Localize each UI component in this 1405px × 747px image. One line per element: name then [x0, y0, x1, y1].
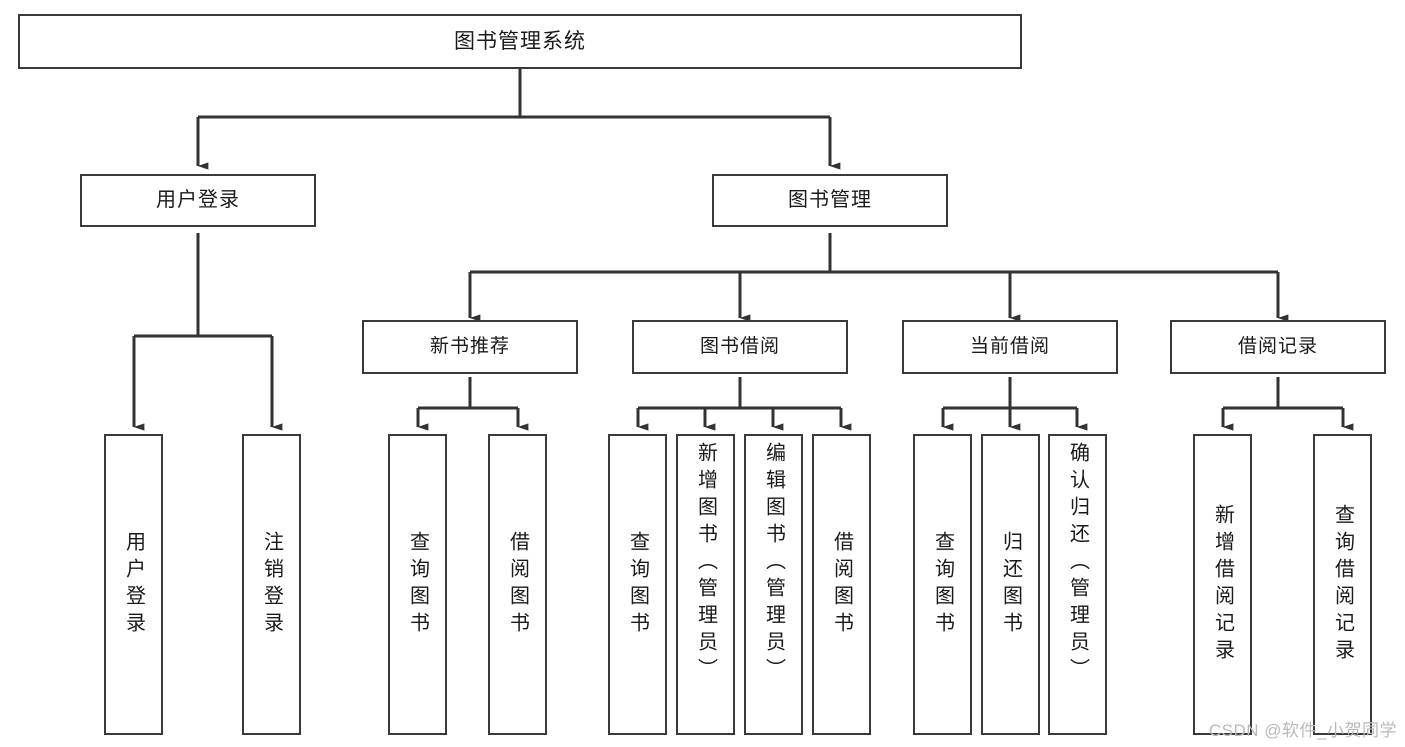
node-book-borrowing[interactable]: 图书借阅: [632, 320, 848, 374]
node-label: 新书推荐: [429, 336, 510, 358]
csdn-watermark: CSDN @软件_小贺同学: [1208, 721, 1397, 740]
leaf-user-login-logout[interactable]: 注销登录: [242, 434, 301, 735]
node-user-login[interactable]: 用户登录: [80, 174, 316, 227]
leaf-book-borrow-edit-book-admin[interactable]: 编辑图书（管理员）: [744, 434, 803, 735]
node-borrowing-record[interactable]: 借阅记录: [1170, 320, 1386, 374]
node-label: 图书管理系统: [454, 29, 586, 53]
node-label: 借阅图书: [506, 530, 529, 639]
node-label: 当前借阅: [969, 336, 1050, 358]
node-label: 查询图书: [626, 530, 649, 639]
node-current-borrowing[interactable]: 当前借阅: [902, 320, 1118, 374]
node-label: 图书借阅: [699, 336, 780, 358]
node-label: 确认归还（管理员）: [1066, 442, 1089, 685]
node-new-book-recommendation[interactable]: 新书推荐: [362, 320, 578, 374]
node-label: 借阅图书: [830, 530, 853, 639]
leaf-book-borrow-query-books[interactable]: 查询图书: [608, 434, 667, 735]
node-root-book-management-system[interactable]: 图书管理系统: [18, 14, 1022, 69]
leaf-current-borrow-confirm-return-admin[interactable]: 确认归还（管理员）: [1048, 434, 1107, 735]
leaf-current-borrow-query-books[interactable]: 查询图书: [913, 434, 972, 735]
leaf-book-borrow-borrow-books[interactable]: 借阅图书: [812, 434, 871, 735]
node-label: 查询借阅记录: [1331, 503, 1354, 666]
node-label: 用户登录: [156, 189, 240, 212]
leaf-current-borrow-return-books[interactable]: 归还图书: [981, 434, 1040, 735]
node-label: 编辑图书（管理员）: [762, 442, 785, 685]
node-label: 注销登录: [260, 530, 283, 639]
node-label: 图书管理: [788, 189, 872, 212]
leaf-new-book-query-books[interactable]: 查询图书: [388, 434, 447, 735]
node-label: 借阅记录: [1237, 336, 1318, 358]
node-label: 新增借阅记录: [1211, 503, 1234, 666]
node-book-management[interactable]: 图书管理: [712, 174, 948, 227]
node-label: 归还图书: [999, 530, 1022, 639]
leaf-book-borrow-add-book-admin[interactable]: 新增图书（管理员）: [676, 434, 735, 735]
node-label: 查询图书: [406, 530, 429, 639]
leaf-new-book-borrow-books[interactable]: 借阅图书: [488, 434, 547, 735]
leaf-borrow-record-query-record[interactable]: 查询借阅记录: [1313, 434, 1372, 735]
node-label: 查询图书: [931, 530, 954, 639]
node-label: 用户登录: [122, 530, 145, 639]
leaf-borrow-record-add-record[interactable]: 新增借阅记录: [1193, 434, 1252, 735]
leaf-user-login-login[interactable]: 用户登录: [104, 434, 163, 735]
node-label: 新增图书（管理员）: [694, 442, 717, 685]
